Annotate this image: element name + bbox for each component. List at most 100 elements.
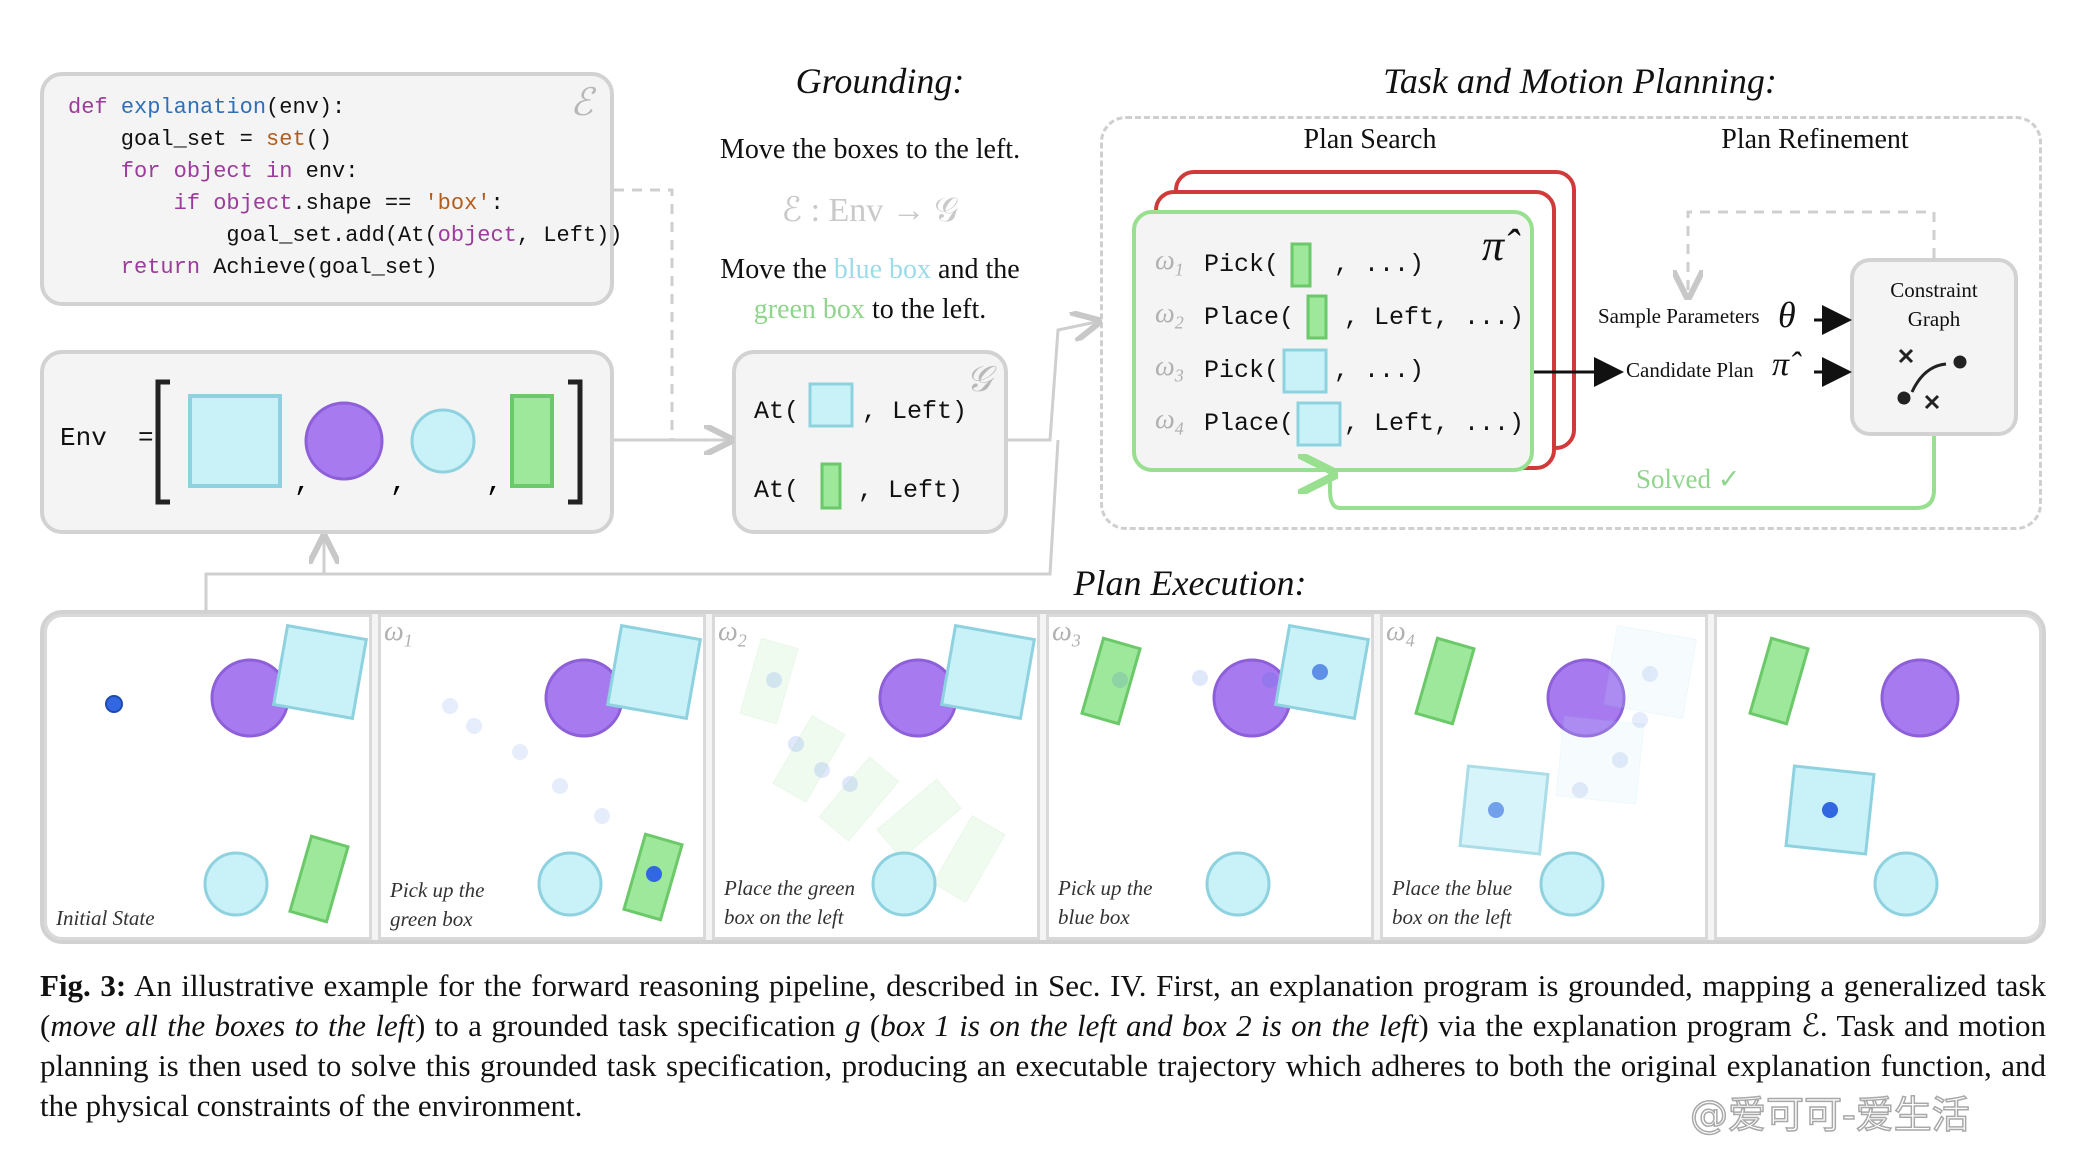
instr-text: to the left. xyxy=(864,294,987,325)
label-line: Pick up the xyxy=(1058,876,1153,900)
constraint-graph-label-2: Graph xyxy=(1907,307,1961,331)
blue-circle xyxy=(203,851,269,917)
code-text: Achieve(goal_set) xyxy=(200,255,438,280)
code-string: 'box' xyxy=(424,191,491,216)
plan-blue-box xyxy=(1282,348,1328,394)
label-line: Place the green xyxy=(724,876,855,900)
caption-text: ( xyxy=(860,1008,881,1043)
exec-label-initial: Initial State xyxy=(56,906,155,930)
goal-line-2-b: , Left) xyxy=(858,476,964,505)
kw-def: def xyxy=(68,95,108,120)
code-set: set xyxy=(266,127,306,152)
explanation-symbol: ℰ xyxy=(570,82,594,124)
figure-caption: Fig. 3: An illustrative example for the … xyxy=(40,966,2046,1126)
code-object: object xyxy=(160,159,267,184)
refinement-loop xyxy=(1688,210,1936,294)
omega-index: 1 xyxy=(403,630,413,651)
kw-if: if xyxy=(68,191,201,216)
plan-step-2-a: Place( xyxy=(1204,303,1295,332)
instr-text: and the xyxy=(931,254,1020,285)
exec-omega-3: ω3 xyxy=(1052,616,1081,651)
candidate-plan-label: Candidate Plan xyxy=(1626,358,1754,382)
grounding-instruction-2: Move the blue box and the green box to t… xyxy=(690,250,1050,330)
env-green-box xyxy=(510,394,554,488)
goal-green-box xyxy=(820,462,842,510)
plan-step-3-a: Pick( xyxy=(1204,356,1280,385)
plan-step-4-a: Place( xyxy=(1204,409,1295,438)
exec-scene-initial xyxy=(105,623,369,924)
label-line: Pick up the xyxy=(390,878,485,902)
code-line-5: goal_set.add(At(object, Left)) xyxy=(68,223,623,248)
blue-box xyxy=(271,623,369,721)
exec-omega-2: ω2 xyxy=(718,616,747,651)
env-bracket-left xyxy=(155,379,170,505)
arrow-goal-to-tamp xyxy=(1008,322,1096,442)
plan-step-4-b: , Left, ...) xyxy=(1344,409,1525,438)
kw-in: in xyxy=(266,159,293,184)
exec-scene-2 xyxy=(739,623,1037,917)
goal-line-2-a: At( xyxy=(754,476,800,505)
code-line-6: return Achieve(goal_set) xyxy=(68,255,438,280)
code-text: () xyxy=(305,127,333,152)
label-line: Place the blue xyxy=(1392,876,1513,900)
exec-omega-1: ω1 xyxy=(384,616,413,651)
omega-index: 4 xyxy=(1405,630,1415,651)
constraint-graph-icon xyxy=(1897,348,1967,410)
code-line-1: def explanation(env): xyxy=(68,95,345,120)
code-object: object xyxy=(200,191,293,216)
exec-label-1: Pick up the green box xyxy=(390,876,484,934)
env-label: Env = xyxy=(60,423,154,453)
caption-italic: g xyxy=(844,1008,861,1043)
code-text: .shape == xyxy=(292,191,425,216)
plan-step-3-b: , ...) xyxy=(1334,356,1425,385)
omega-1: ω1 xyxy=(1155,245,1184,280)
exec-scene-1 xyxy=(442,623,703,922)
gripper-dot xyxy=(105,695,123,713)
omega-index: 3 xyxy=(1174,365,1184,386)
env-comma: , xyxy=(486,468,503,499)
goal-symbol: 𝒢 xyxy=(966,359,992,399)
exec-scene-final xyxy=(1748,636,1960,917)
theta-symbol: θ xyxy=(1778,295,1796,335)
omega-2: ω2 xyxy=(1155,298,1184,333)
plan-green-box xyxy=(1306,294,1328,340)
plan-step-1-b: , ...) xyxy=(1334,250,1425,279)
sample-params-label: Sample Parameters xyxy=(1598,304,1760,328)
green-box xyxy=(288,834,350,924)
kw-for: for xyxy=(68,159,161,184)
code-panel xyxy=(40,72,614,306)
label-line: green box xyxy=(390,907,473,931)
code-text: : xyxy=(490,191,504,216)
caption-fig-label: Fig. 3: xyxy=(40,968,127,1003)
code-line-3: for object in env: xyxy=(68,159,359,184)
kw-return: return xyxy=(68,255,201,280)
goal-panel xyxy=(732,350,1008,534)
instr-text: Move the xyxy=(720,254,834,285)
exec-omega-4: ω4 xyxy=(1386,616,1415,651)
omega-3: ω3 xyxy=(1155,351,1184,386)
execution-container xyxy=(40,610,2046,944)
arrow-exec-to-env xyxy=(204,540,324,610)
solved-label: Solved ✓ xyxy=(1636,464,1741,494)
code-line-4: if object.shape == 'box': xyxy=(68,191,504,216)
grounding-mapping: ℰ : Env → 𝒢 xyxy=(781,192,959,229)
solved-loop xyxy=(1330,436,1936,510)
tamp-title: Task and Motion Planning: xyxy=(1383,61,1777,101)
constraint-graph-label-1: Constraint xyxy=(1890,278,1978,302)
env-blue-circle xyxy=(410,408,476,474)
env-comma: , xyxy=(390,468,407,499)
caption-text: ) to a grounded task specification xyxy=(414,1008,845,1043)
arrow-code-to-goal xyxy=(614,188,728,440)
code-object: object xyxy=(437,223,517,248)
goal-line-1-b: , Left) xyxy=(862,397,968,426)
code-text: goal_set = xyxy=(68,127,267,152)
env-purple-circle xyxy=(304,401,384,481)
code-text: , Left)) xyxy=(516,223,623,248)
caption-italic: move all the boxes to the left xyxy=(50,1008,415,1043)
caption-text: ) via the explanation program ℰ. Task an… xyxy=(40,1008,2046,1123)
exec-scene-4 xyxy=(1414,625,1697,917)
code-text: (env): xyxy=(266,95,346,120)
grounding-instruction-1: Move the boxes to the left. xyxy=(719,134,1021,165)
